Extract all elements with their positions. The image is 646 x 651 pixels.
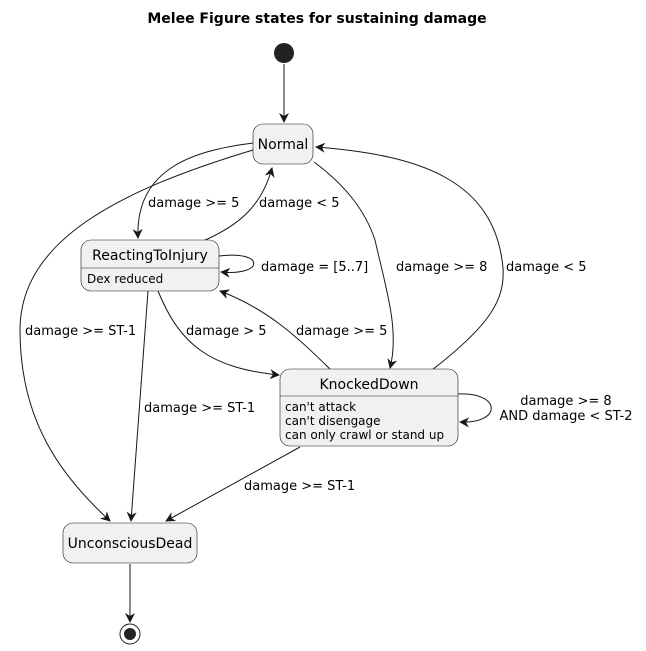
label-knocked-self-loop-line1: damage >= 8 (520, 394, 611, 409)
edge-reacting-to-normal (202, 167, 275, 242)
state-normal: Normal (252, 123, 314, 165)
state-reacting-name: ReactingToInjury (92, 248, 208, 264)
edge-normal-to-knocked (313, 161, 398, 369)
edge-reacting-to-unconscious (126, 290, 149, 522)
initial-state-node (274, 43, 294, 63)
final-state-node (119, 623, 141, 645)
edge-normal-to-unconscious (19, 149, 254, 522)
state-knocked-down: KnockedDown can't attack can't disengage… (279, 368, 459, 447)
edge-knocked-to-unconscious (165, 446, 301, 522)
label-reacting-to-normal: damage < 5 (259, 196, 340, 211)
state-reacting-desc-1: Dex reduced (87, 272, 163, 286)
edge-normal-to-reacting (132, 142, 254, 239)
state-knocked-desc-1: can't attack (285, 400, 356, 414)
state-knocked-desc-3: can only crawl or stand up (285, 428, 444, 442)
edge-reacting-self-loop (218, 254, 255, 278)
state-unconscious-dead: UnconsciousDead (62, 522, 198, 564)
label-normal-to-unconscious: damage >= ST-1 (25, 324, 136, 339)
label-reacting-to-unconscious: damage >= ST-1 (144, 401, 255, 416)
label-knocked-to-unconscious: damage >= ST-1 (244, 479, 355, 494)
state-unconscious-name: UnconsciousDead (68, 536, 193, 552)
label-knocked-to-normal: damage < 5 (506, 260, 587, 275)
label-normal-to-reacting: damage >= 5 (148, 196, 239, 211)
label-normal-to-knocked: damage >= 8 (396, 260, 487, 275)
state-knocked-desc-2: can't disengage (285, 414, 381, 428)
diagram-title: Melee Figure states for sustaining damag… (147, 11, 486, 27)
label-reacting-self-loop: damage = [5..7] (261, 260, 368, 275)
edge-knocked-to-normal (315, 142, 504, 371)
label-reacting-to-knocked: damage > 5 (186, 324, 267, 339)
edge-knocked-to-reacting (219, 289, 331, 370)
state-knocked-name: KnockedDown (319, 377, 418, 393)
edge-reacting-to-knocked (157, 290, 280, 380)
state-reacting-to-injury: ReactingToInjury Dex reduced (80, 239, 220, 292)
label-knocked-to-reacting: damage >= 5 (296, 324, 387, 339)
label-knocked-self-loop-line2: AND damage < ST-2 (500, 409, 633, 424)
edge-knocked-self-loop (457, 393, 492, 428)
state-normal-name: Normal (258, 137, 309, 153)
